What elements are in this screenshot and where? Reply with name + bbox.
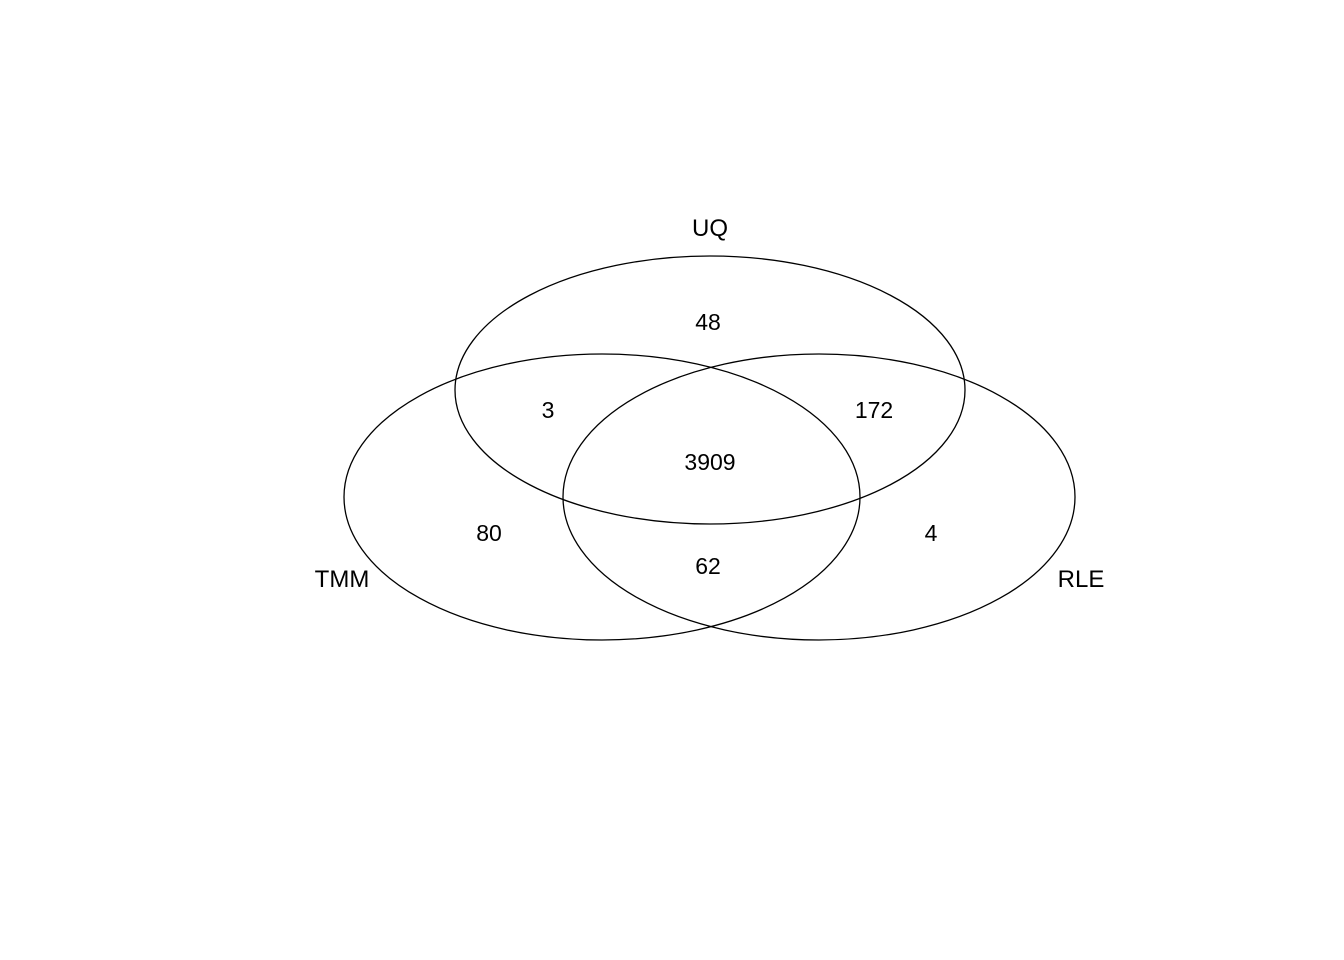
tmm-rle-intersection-count: 62 [695,553,721,579]
tmm-only-count: 80 [476,520,502,546]
uq-set-ellipse [454,255,966,525]
rle-set-label: RLE [1058,566,1105,593]
uq-only-count: 48 [695,309,721,335]
rle-only-count: 4 [925,520,938,546]
uq-rle-intersection-count: 172 [855,397,893,423]
rle-set-ellipse [562,353,1076,641]
tmm-set-label: TMM [315,566,370,593]
uq-set-label: UQ [692,215,728,242]
uq-tmm-intersection-count: 3 [542,397,555,423]
tmm-set-ellipse [343,353,861,641]
all-three-intersection-count: 3909 [684,449,735,475]
